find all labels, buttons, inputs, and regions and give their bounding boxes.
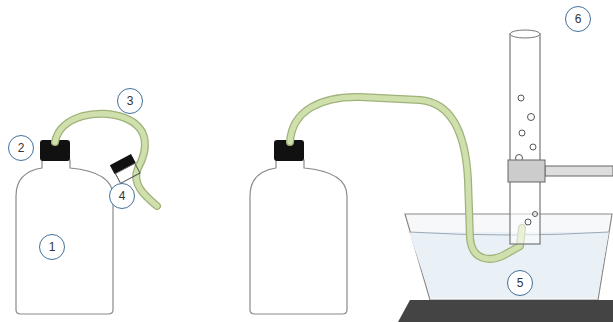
tube-clamp [110, 154, 141, 184]
callout-number: 6 [575, 13, 582, 25]
test-tube [510, 34, 540, 244]
gas-bottle [16, 160, 113, 314]
callout-circle: 2 [8, 135, 34, 161]
water [409, 232, 609, 298]
stand-rod [545, 166, 613, 176]
tube-outline [55, 114, 157, 206]
callout-circle: 4 [109, 183, 135, 209]
callout-number: 3 [127, 95, 134, 107]
test-tube-rim [510, 30, 540, 38]
callout-circle: 3 [117, 88, 143, 114]
gas-bottle [250, 160, 347, 314]
water-surface [409, 232, 609, 235]
callout-circle: 1 [39, 234, 65, 260]
rubber-tube [55, 114, 157, 206]
callout-circle: 6 [565, 6, 591, 32]
callout-number: 2 [18, 142, 25, 154]
stand-clamp [508, 160, 545, 182]
callout-number: 4 [119, 190, 126, 202]
callout-number: 1 [49, 241, 56, 253]
rubber-tube [290, 97, 522, 259]
callout-circle: 5 [507, 270, 533, 296]
stand-base [398, 300, 613, 322]
callout-number: 5 [517, 277, 524, 289]
tube-outline [290, 97, 522, 259]
